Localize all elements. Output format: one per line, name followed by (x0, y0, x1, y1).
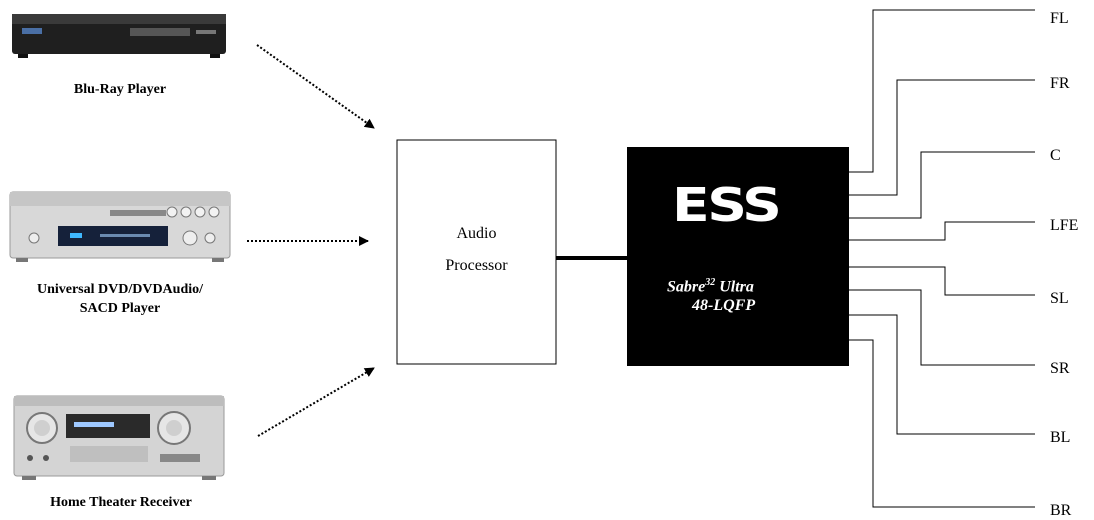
output-wire-bl (849, 314, 1035, 435)
chip-name-label: Sabre32 Ultra (667, 272, 754, 298)
output-label-bl: BL (1050, 429, 1071, 446)
output-label-lfe: LFE (1050, 217, 1079, 234)
output-wire-c (849, 151, 1035, 219)
output-label-fr: FR (1050, 75, 1070, 92)
blu-ray-player-icon (12, 14, 226, 58)
dvd-player-caption-line-2: SACD Player (79, 301, 161, 316)
dvd-player-caption: Universal DVD/DVDAudio/ SACD Player (0, 280, 240, 318)
receiver-to-processor-arrow (257, 367, 375, 437)
output-wire-sl (849, 266, 1035, 296)
dvd-player-caption-line-1: Universal DVD/DVDAudio/ (36, 282, 204, 297)
chip-name-suffix: Ultra (715, 278, 754, 296)
output-wire-fr (849, 79, 1035, 196)
sabre-chip (627, 147, 849, 366)
output-wires (849, 9, 1035, 508)
audio-processor-label-line-2: Processor (445, 257, 508, 274)
ess-logo: ESS (672, 178, 782, 232)
chip-name: Sabre (667, 278, 706, 296)
audio-processor-box (396, 139, 557, 365)
output-label-sl: SL (1050, 290, 1069, 307)
output-wire-lfe (849, 221, 1035, 241)
output-label-c: C (1050, 147, 1061, 164)
audio-processor-label: Audio Processor (397, 218, 556, 282)
output-label-br: BR (1050, 502, 1072, 519)
output-wire-fl (849, 9, 1035, 173)
output-wire-sr (849, 289, 1035, 366)
dvd-player-icon (9, 191, 231, 262)
home-theater-receiver-caption: Home Theater Receiver (50, 495, 192, 510)
chip-name-superscript: 32 (705, 277, 716, 288)
audio-processor-label-line-1: Audio (456, 225, 497, 242)
bluray-to-processor-arrow (256, 44, 375, 129)
home-theater-receiver-icon (13, 395, 225, 480)
chip-package-label: 48-LQFP (692, 297, 756, 314)
blu-ray-player-caption: Blu-Ray Player (73, 82, 167, 97)
output-wire-br (849, 339, 1035, 508)
output-label-fl: FL (1050, 10, 1069, 27)
output-label-sr: SR (1050, 360, 1070, 377)
